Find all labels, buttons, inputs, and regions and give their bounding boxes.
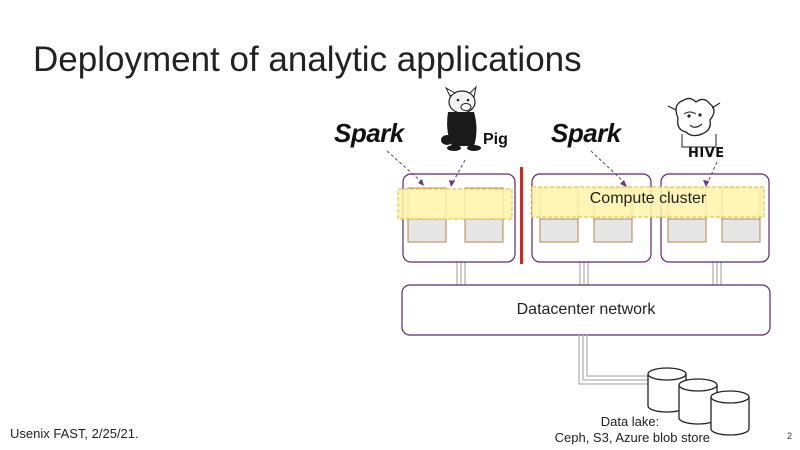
app-arrows: [386, 150, 718, 185]
isolation-divider: [520, 167, 523, 264]
storage-cylinder: [678, 378, 718, 425]
arrow-heads: [418, 179, 709, 187]
highlight-band-right: [531, 186, 765, 218]
data-lake-label: Data lake:: [600, 414, 660, 429]
highlight-band-left: [397, 188, 513, 220]
storage-cylinder: [710, 390, 750, 436]
pig-logo-label: Pig: [483, 131, 508, 148]
compute-cluster-label: Compute cluster: [589, 190, 707, 207]
data-lake-stores-label: Ceph, S3, Azure blob store: [554, 430, 710, 445]
page-number: 2: [787, 431, 793, 441]
storage-cylinder: [647, 367, 687, 413]
datacenter-network-label: Datacenter network: [516, 301, 656, 318]
spark-logo-left: Spark: [334, 118, 404, 148]
slide-title: Deployment of analytic applications: [33, 40, 582, 79]
storage-cylinders: [647, 367, 750, 436]
spark-logo-right: Spark: [551, 118, 621, 148]
slide-footer: Usenix FAST, 2/25/21.: [10, 426, 139, 441]
hive-logo-label: HIVE: [688, 146, 725, 161]
cluster-network-links: [456, 262, 722, 285]
hive-logo-icon: [667, 97, 721, 148]
datacenter-network-box: [401, 284, 771, 336]
data-lake-pipe: [578, 335, 650, 385]
pig-logo-icon: [441, 85, 481, 151]
